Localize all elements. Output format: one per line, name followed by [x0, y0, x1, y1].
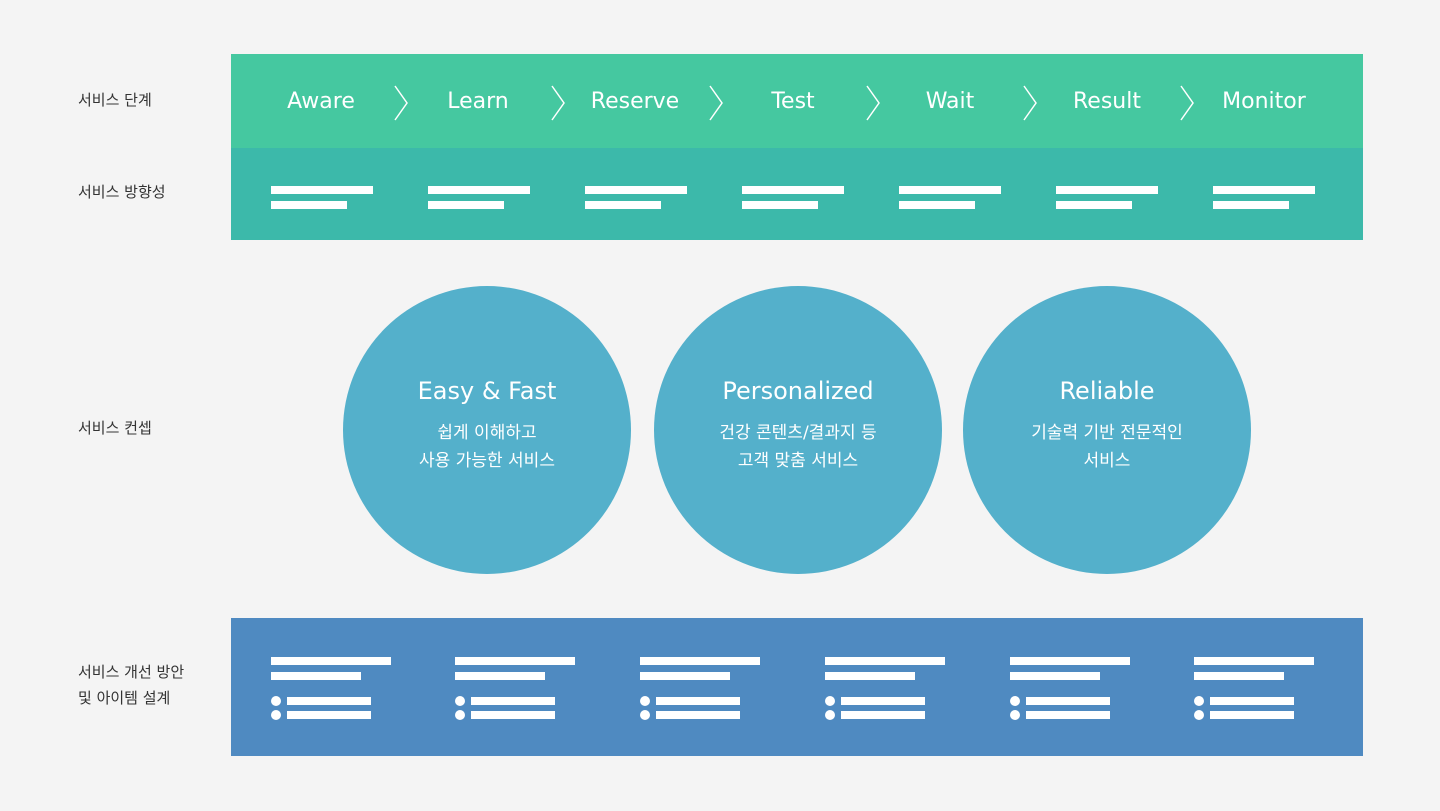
placeholder-line — [841, 711, 925, 719]
stage-aware: Aware — [287, 88, 355, 114]
chevron-right-icon — [1023, 85, 1037, 121]
placeholder-line — [287, 711, 371, 719]
placeholder-line — [1210, 697, 1294, 705]
placeholder-line — [742, 201, 818, 209]
placeholder-line — [271, 186, 373, 194]
placeholder-line — [271, 672, 361, 680]
bullet-icon — [1010, 696, 1020, 706]
bullet-icon — [825, 710, 835, 720]
concept-circle-easy-fast: Easy & Fast 쉽게 이해하고 사용 가능한 서비스 — [343, 286, 631, 574]
placeholder-line — [1194, 672, 1284, 680]
stage-wait: Wait — [925, 88, 975, 114]
placeholder-line — [455, 657, 575, 665]
placeholder-line — [656, 711, 740, 719]
concept-title: Reliable — [1059, 377, 1155, 405]
placeholder-line — [640, 672, 730, 680]
placeholder-line — [271, 201, 347, 209]
direction-bar — [231, 148, 1363, 240]
placeholder-line — [1213, 186, 1315, 194]
placeholder-line — [825, 672, 915, 680]
chevron-right-icon — [866, 85, 880, 121]
placeholder-line — [656, 697, 740, 705]
placeholder-line — [471, 697, 555, 705]
chevron-right-icon — [394, 85, 408, 121]
stage-test: Test — [771, 88, 815, 114]
placeholder-line — [825, 657, 945, 665]
concept-description: 쉽게 이해하고 사용 가능한 서비스 — [419, 423, 555, 471]
bullet-icon — [1194, 710, 1204, 720]
placeholder-line — [1010, 672, 1100, 680]
stage-learn: Learn — [447, 88, 509, 114]
chevron-right-icon — [1180, 85, 1194, 121]
placeholder-line — [455, 672, 545, 680]
bullet-icon — [1194, 696, 1204, 706]
placeholder-line — [1210, 711, 1294, 719]
bullet-icon — [825, 696, 835, 706]
placeholder-line — [1026, 711, 1110, 719]
chevron-right-icon — [709, 85, 723, 121]
plan-bar — [231, 618, 1363, 756]
placeholder-line — [841, 697, 925, 705]
placeholder-line — [1010, 657, 1130, 665]
bullet-icon — [455, 696, 465, 706]
bullet-icon — [640, 696, 650, 706]
label-service-concept: 서비스 컨셉 — [78, 419, 152, 437]
chevron-right-icon — [551, 85, 565, 121]
label-service-stage: 서비스 단계 — [78, 91, 152, 109]
placeholder-line — [585, 186, 687, 194]
concept-title: Easy & Fast — [417, 377, 557, 405]
placeholder-line — [471, 711, 555, 719]
bullet-icon — [1010, 710, 1020, 720]
placeholder-line — [640, 657, 760, 665]
label-service-plan: 서비스 개선 방안 및 아이템 설계 — [78, 663, 185, 707]
bullet-icon — [640, 710, 650, 720]
stage-monitor: Monitor — [1222, 88, 1306, 114]
bullet-icon — [271, 696, 281, 706]
stage-bar: Aware Learn Reserve Test Wait Result Mon… — [231, 54, 1363, 148]
placeholder-line — [1056, 201, 1132, 209]
label-service-direction: 서비스 방향성 — [78, 183, 166, 201]
concept-description: 기술력 기반 전문적인 서비스 — [1031, 423, 1183, 471]
placeholder-line — [1056, 186, 1158, 194]
placeholder-line — [899, 186, 1001, 194]
stage-result: Result — [1073, 88, 1141, 114]
placeholder-line — [271, 657, 391, 665]
concept-title: Personalized — [722, 377, 874, 405]
stage-reserve: Reserve — [590, 88, 680, 114]
placeholder-line — [899, 201, 975, 209]
concept-description: 건강 콘텐츠/결과지 등 고객 맞춤 서비스 — [719, 423, 877, 471]
placeholder-line — [428, 186, 530, 194]
concept-circle-personalized: Personalized 건강 콘텐츠/결과지 등 고객 맞춤 서비스 — [654, 286, 942, 574]
concept-circle-reliable: Reliable 기술력 기반 전문적인 서비스 — [963, 286, 1251, 574]
placeholder-line — [287, 697, 371, 705]
bullet-icon — [455, 710, 465, 720]
placeholder-line — [1026, 697, 1110, 705]
placeholder-line — [1194, 657, 1314, 665]
placeholder-line — [585, 201, 661, 209]
bullet-icon — [271, 710, 281, 720]
placeholder-line — [742, 186, 844, 194]
placeholder-line — [428, 201, 504, 209]
placeholder-line — [1213, 201, 1289, 209]
